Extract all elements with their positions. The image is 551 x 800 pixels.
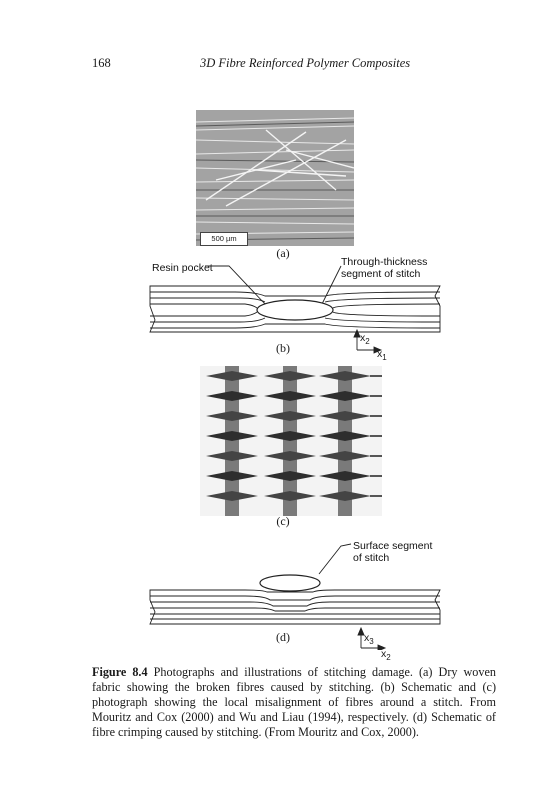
stitch-knot: [319, 451, 371, 461]
panel-d-schematic: [145, 540, 445, 652]
axis-subscript: 2: [386, 653, 391, 663]
stitch-knot: [206, 391, 258, 401]
axis-label-x1: x1: [377, 348, 387, 362]
callout-resin-pocket: Resin pocket: [152, 262, 213, 274]
figure-caption: Figure 8.4 Photographs and illustrations…: [92, 665, 496, 740]
stitch-knot: [206, 451, 258, 461]
page-number: 168: [92, 56, 111, 70]
scale-bar: 500 µm: [200, 232, 248, 246]
axis-label-x2-d: x2: [381, 648, 391, 662]
axis-letter: x: [381, 648, 387, 660]
panel-a-label: (a): [276, 246, 290, 260]
page-header: 168 3D Fibre Reinforced Polymer Composit…: [92, 56, 492, 72]
panel-c-label: (c): [276, 514, 290, 528]
axis-subscript: 1: [382, 353, 387, 363]
stitch-knot: [264, 491, 316, 501]
axis-letter: x: [364, 632, 370, 644]
stitch-knot: [319, 431, 371, 441]
callout-line: of stitch: [353, 552, 390, 564]
broken-fibres-photo: [196, 110, 354, 246]
callout-surface-segment: Surface segment of stitch: [353, 540, 432, 564]
stitch-knot: [264, 371, 316, 381]
axis-letter: x: [360, 332, 366, 344]
axis-subscript: 2: [365, 337, 370, 347]
caption-lead: Figure 8.4: [92, 665, 148, 679]
callout-through-thickness: Through-thickness segment of stitch: [341, 256, 427, 280]
running-title: 3D Fibre Reinforced Polymer Composites: [200, 56, 411, 70]
stitch-knot: [264, 431, 316, 441]
resin-pocket-schematic: [149, 265, 441, 354]
stitch-knot: [264, 451, 316, 461]
stitch-knot: [206, 491, 258, 501]
stitch-knot: [206, 411, 258, 421]
axis-label-x3: x3: [364, 632, 374, 646]
stitch-rows-photo: [206, 366, 382, 516]
callout-line: Through-thickness: [341, 256, 428, 268]
panel-c-photograph: [200, 366, 382, 516]
stitch-knot: [264, 391, 316, 401]
callout-line: Surface segment: [353, 540, 433, 552]
stitch-knot: [206, 471, 258, 481]
stitch-knot: [319, 411, 371, 421]
caption-text: Photographs and illustrations of stitchi…: [92, 665, 496, 739]
stitch-knot: [206, 371, 258, 381]
stitch-knot: [319, 371, 371, 381]
stitch-knot: [319, 391, 371, 401]
panel-a-photograph: [196, 110, 354, 246]
stitch-knot: [319, 471, 371, 481]
axis-letter: x: [377, 348, 383, 360]
callout-line: segment of stitch: [341, 268, 421, 280]
panel-d-label: (d): [276, 630, 290, 644]
stitch-knot: [264, 411, 316, 421]
panel-b-schematic: [145, 260, 445, 360]
stitch-knot: [206, 431, 258, 441]
stitch-knot: [264, 471, 316, 481]
axis-label-x2: x2: [360, 332, 370, 346]
panel-b-label: (b): [276, 341, 290, 355]
stitch-knot: [319, 491, 371, 501]
fibre-crimping-schematic: [149, 543, 441, 652]
axis-subscript: 3: [369, 637, 374, 647]
